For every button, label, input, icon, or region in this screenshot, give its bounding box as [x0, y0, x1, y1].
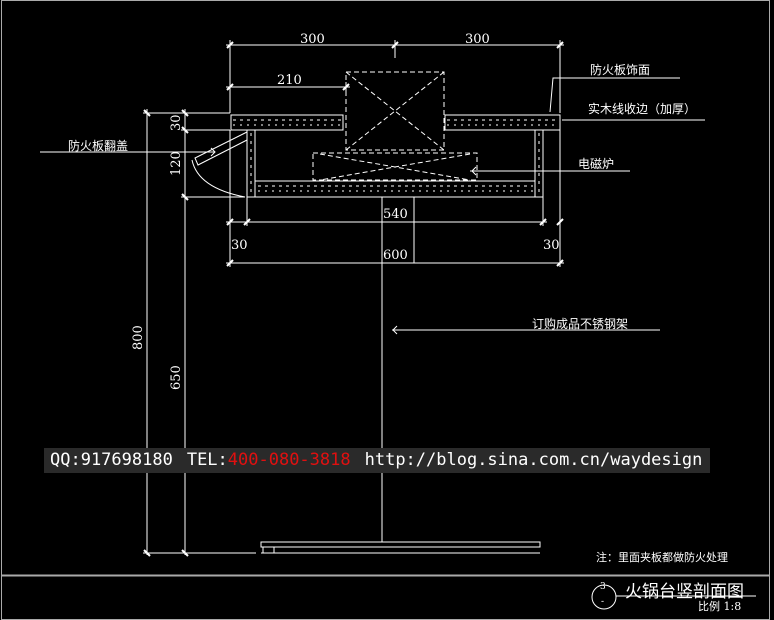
induction-cooker-outline: [312, 152, 478, 181]
dim-600: 600: [383, 248, 408, 263]
dim-210: 210: [277, 73, 302, 88]
drawing-title: 火锅台竖剖面图: [625, 582, 744, 602]
dim-540: 540: [383, 207, 408, 222]
detail-number: 3: [600, 582, 606, 592]
watermark-url[interactable]: http://blog.sina.com.cn/waydesign: [364, 450, 703, 470]
leader-lines: [40, 77, 705, 335]
dim-120: 120: [169, 151, 184, 176]
label-fireproof-veneer: 防火板饰面: [590, 63, 651, 77]
dim-30-left: 30: [231, 238, 248, 253]
watermark-qq: QQ:917698180: [50, 450, 173, 470]
label-fireproof-flap: 防火板翻盖: [68, 139, 129, 153]
detail-sheet: -: [601, 597, 605, 607]
dimension-lines: [143, 40, 564, 557]
label-induction-cooker: 电磁炉: [578, 157, 615, 171]
dim-30-slab: 30: [169, 114, 184, 131]
dim-300-right: 300: [465, 32, 490, 47]
detail-number-circle: [591, 584, 617, 610]
drawing-scale: 比例 1:8: [698, 600, 742, 613]
dim-650: 650: [169, 365, 184, 390]
dim-300-left: 300: [300, 32, 325, 47]
counter-top-panels: [230, 114, 561, 198]
watermark-tel-label: TEL:: [186, 450, 228, 470]
steel-stand: [260, 197, 541, 554]
label-steel-frame: 订购成品不锈钢架: [532, 317, 629, 331]
watermark-bar: QQ:917698180 TEL:400-080-3818 http://blog.…: [44, 448, 710, 473]
watermark-tel: 400-080-3818: [227, 450, 351, 470]
dim-30-right: 30: [543, 238, 560, 253]
label-wood-edge: 实木线收边（加厚）: [588, 102, 697, 116]
dim-800: 800: [131, 325, 146, 350]
pot-outline: [345, 71, 445, 151]
fireproof-flap: [191, 131, 248, 198]
note-text: 注：里面夹板都做防火处理: [596, 551, 728, 564]
